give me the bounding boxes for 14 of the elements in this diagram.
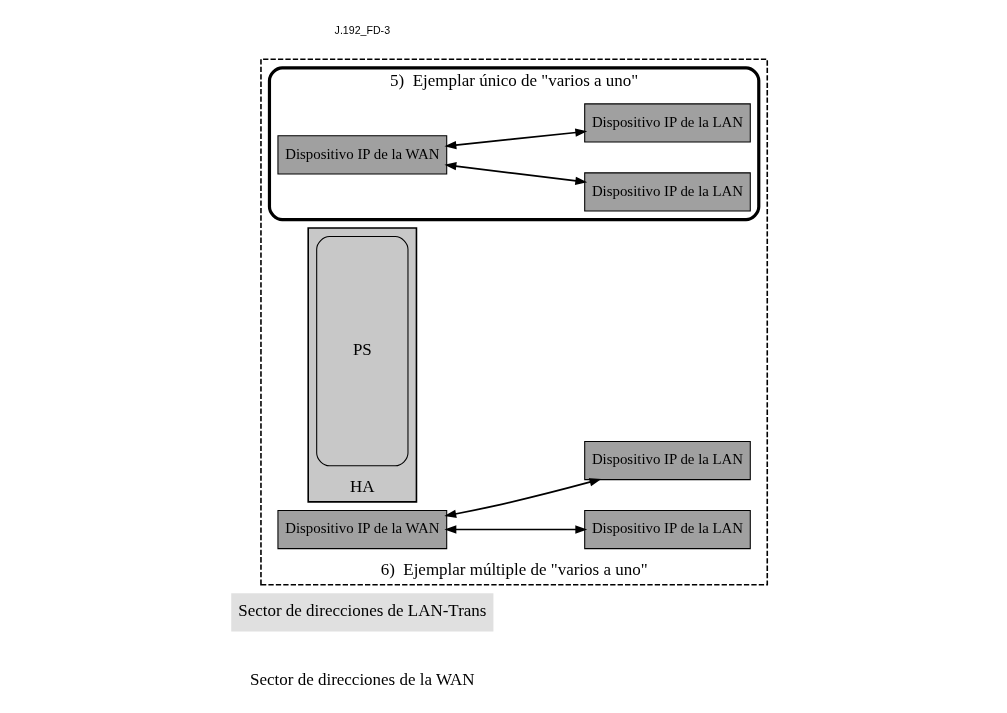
arrow [444, 478, 602, 518]
node-text: Sector de direcciones de la WAN [250, 670, 475, 690]
node-box: Sector de direcciones de LAN-Trans [231, 593, 494, 632]
node-box: PS [316, 236, 409, 467]
node-box: Dispositivo IP de la WAN [277, 135, 448, 175]
label: J.192_FD-3 [334, 24, 391, 37]
arrow [444, 525, 588, 534]
node-box: Dispositivo IP de la LAN [584, 509, 751, 550]
node-box: Dispositivo IP de la WAN [277, 509, 448, 550]
node-box: Dispositivo IP de la LAN [584, 440, 751, 481]
arrow [444, 162, 588, 185]
node-box: Dispositivo IP de la LAN [584, 103, 751, 143]
arrow [444, 128, 588, 150]
node-box: Dispositivo IP de la LAN [584, 172, 751, 212]
